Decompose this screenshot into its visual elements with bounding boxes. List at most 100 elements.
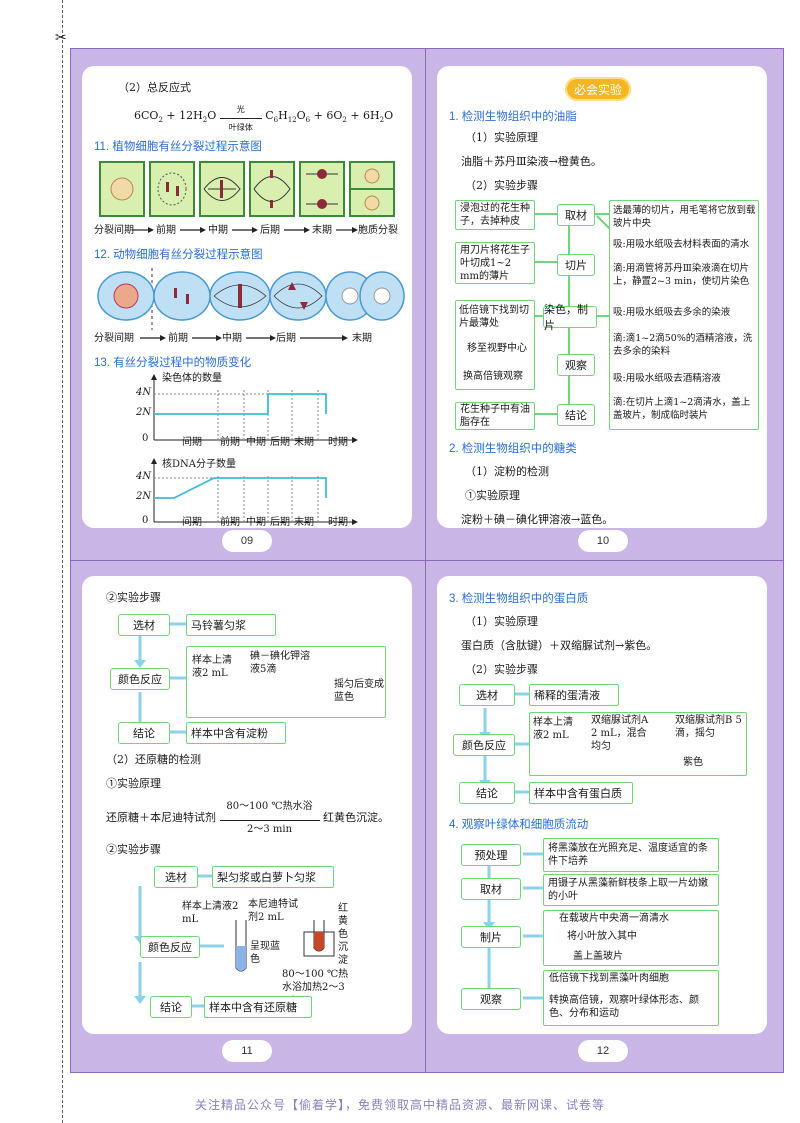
section-heading-3: 3. 检测生物组织中的蛋白质 xyxy=(449,593,589,605)
chart1-x-interphase: 间期 xyxy=(182,437,202,448)
protein-conclusion-value: 样本中含有蛋白质 xyxy=(529,782,633,804)
starch-reaction-reagent: 碘－碘化钾溶液5滴 xyxy=(250,651,310,675)
sugar-principle: 还原糖＋本尼迪特试剂 80～100 ℃热水浴 2～3 min 红黄色沉淀。 xyxy=(106,801,389,835)
sub-heading-steps: （2）实验步骤 xyxy=(465,179,538,192)
chart2-y-2n: 2N xyxy=(136,491,152,502)
page-10-card: 1. 检测生物组织中的油脂 （1）实验原理 油脂＋苏丹Ⅲ染液→橙黄色。 （2）实… xyxy=(437,66,767,528)
sugar-step-material: 选材 xyxy=(154,866,198,888)
sugar-conclusion-value: 样本中含有还原糖 xyxy=(204,996,312,1018)
oil-observe-high: 换高倍镜观察 xyxy=(463,371,523,382)
chart1-y-0: 0 xyxy=(142,433,149,444)
oil-observe-low: 低倍镜下找到切片最薄处 xyxy=(459,305,529,329)
photosynthesis-equation: 6CO2 + 12H2O 光 叶绿体 C6H12O6 + 6O2 + 6H2O xyxy=(134,105,394,132)
section-heading-12: 12. 动物细胞有丝分裂过程示意图 xyxy=(94,249,263,261)
protein-principle: 蛋白质（含肽键）＋双缩脲试剂→紫色。 xyxy=(461,639,658,652)
oil-observe-group xyxy=(455,300,535,390)
chromosome-count-chart xyxy=(151,374,358,525)
chart2-x-telophase: 末期 xyxy=(294,517,314,528)
starch-steps-heading: ②实验步骤 xyxy=(106,591,161,604)
section-heading-13: 13. 有丝分裂过程中的物质变化 xyxy=(94,357,252,369)
protein-step-material: 选材 xyxy=(459,684,515,706)
oil-detail-3: 滴:用滴管将苏丹Ⅲ染液滴在切片上，静置2~3 min，使切片染色 xyxy=(613,263,750,287)
chart2-x-prophase: 前期 xyxy=(220,517,240,528)
chart2-series-line xyxy=(154,477,327,499)
animal-label-prophase: 前期 xyxy=(168,333,188,344)
chloroplast-observe-group xyxy=(543,970,719,1026)
cut-line xyxy=(62,0,63,1123)
page-number-10: 10 xyxy=(578,530,628,552)
section-heading-4: 4. 观察叶绿体和细胞质流动 xyxy=(449,819,589,831)
animal-label-telophase: 末期 xyxy=(352,333,372,344)
plant-label-telophase: 末期 xyxy=(312,225,332,236)
oil-stain-detail-group xyxy=(609,200,759,430)
chart1-x-anaphase: 后期 xyxy=(270,437,290,448)
sugar-step-reaction: 颜色反应 xyxy=(140,936,200,958)
starch-reaction-group xyxy=(186,646,386,718)
protein-reaction-sample: 样本上清液2 mL xyxy=(533,717,573,741)
starch-principle-heading: ①实验原理 xyxy=(465,489,520,502)
chart2-y-arrow xyxy=(151,458,157,464)
protein-step-conclusion: 结论 xyxy=(459,782,515,804)
chloroplast-slide-group xyxy=(543,910,719,966)
chart2-x-anaphase: 后期 xyxy=(270,517,290,528)
chart1-title: 染色体的数量 xyxy=(162,373,222,384)
protein-material-value: 稀释的蛋清液 xyxy=(529,684,619,706)
scissors-icon: ✂ xyxy=(55,30,67,46)
animal-label-interphase: 分裂间期 xyxy=(94,333,134,344)
page-number-09: 09 xyxy=(222,530,272,552)
protein-reaction-reagent-b: 双缩脲试剂B 5滴，摇匀 xyxy=(675,715,742,739)
page-11-card: ②实验步骤 选材 马铃薯匀浆 颜色反应 样本上清液2 mL xyxy=(82,576,412,1034)
oil-step-stain: 染色，制片 xyxy=(543,303,597,332)
oil-step-seed: 浸泡过的花生种子，去掉种皮 xyxy=(455,200,535,230)
page-number-11: 11 xyxy=(222,1040,272,1062)
sugar-reaction-blue: 呈现蓝色 xyxy=(250,941,280,965)
starch-conclusion-value: 样本中含有淀粉 xyxy=(186,722,286,744)
chart2-x-interphase: 间期 xyxy=(182,517,202,528)
oil-detail-2: 吸:用吸水纸吸去材料表面的清水 xyxy=(613,239,750,250)
sugar-reaction-sample: 样本上清液2 mL xyxy=(182,901,239,925)
protein-principle-heading: （1）实验原理 xyxy=(465,615,538,628)
protein-reaction-purple: 紫色 xyxy=(683,757,703,768)
starch-reaction-result: 摇匀后变成蓝色 xyxy=(334,679,384,703)
sugar-reaction-reagent: 本尼迪特试剂2 mL xyxy=(248,899,298,923)
starch-step-material: 选材 xyxy=(118,614,170,636)
chloroplast-step-material: 取材 xyxy=(461,878,521,900)
oil-step-observe: 观察 xyxy=(557,354,595,376)
page-09-card: （2）总反应式 6CO2 + 12H2O 光 叶绿体 C6H12O6 + 6O2… xyxy=(82,66,412,528)
chloroplast-observe-1: 低倍镜下找到黑藻叶肉细胞 xyxy=(549,973,669,984)
section-heading-11: 11. 植物细胞有丝分裂过程示意图 xyxy=(94,141,262,153)
protein-reaction-group xyxy=(529,712,747,776)
protein-reaction-reagent-a: 双缩脲试剂A 2 mL，混合均匀 xyxy=(591,715,649,752)
chart1-y-4n: 4N xyxy=(136,387,152,398)
chart2-x-arrow xyxy=(352,519,358,525)
animal-mitosis-diagram xyxy=(97,268,405,330)
protein-step-reaction: 颜色反应 xyxy=(453,734,515,756)
oil-principle: 油脂＋苏丹Ⅲ染液→橙黄色。 xyxy=(461,155,602,168)
chart1-x-telophase: 末期 xyxy=(294,437,314,448)
oil-conclusion-text: 花生种子中有油脂存在 xyxy=(455,402,535,430)
oil-step-material: 取材 xyxy=(557,204,595,226)
plant-label-cytokinesis: 胞质分裂 xyxy=(358,225,398,236)
chloroplast-pretreat-value: 将黑藻放在光照充足、温度适宜的条件下培养 xyxy=(543,838,719,872)
chloroplast-slide-3: 盖上盖玻片 xyxy=(573,951,623,962)
starch-principle: 淀粉＋碘－碘化钾溶液→蓝色。 xyxy=(461,513,614,526)
chart1-y-arrow xyxy=(151,374,157,380)
chart1-x-arrow xyxy=(352,437,358,443)
plant-label-metaphase: 中期 xyxy=(208,225,228,236)
must-know-experiment-badge: 必会实验 xyxy=(565,77,631,101)
starch-sub-heading: （1）淀粉的检测 xyxy=(465,465,549,478)
plant-phase-arrows xyxy=(132,227,358,233)
sugar-principle-heading: ①实验原理 xyxy=(106,777,161,790)
chloroplast-slide-2: 将小叶放入其中 xyxy=(567,931,637,942)
starch-reaction-sample: 样本上清液2 mL xyxy=(192,655,232,679)
protein-steps-heading: （2）实验步骤 xyxy=(465,663,538,676)
sub-heading-principle: （1）实验原理 xyxy=(465,131,538,144)
footer-promo: 关注精品公众号【偷着学】，免费领取高中精品资源、最新网课、试卷等 xyxy=(194,1098,605,1112)
section-heading-2: 2. 检测生物组织中的糖类 xyxy=(449,443,577,455)
oil-step-conclusion: 结论 xyxy=(557,404,595,426)
chloroplast-step-pretreat: 预处理 xyxy=(461,844,521,866)
chart2-x-axis-label: 时期 xyxy=(328,517,348,528)
animal-label-metaphase: 中期 xyxy=(222,333,242,344)
page-12-card: 3. 检测生物组织中的蛋白质 （1）实验原理 蛋白质（含肽键）＋双缩脲试剂→紫色… xyxy=(437,576,767,1034)
oil-step-slice: 用刀片将花生子叶切成1~2 mm的薄片 xyxy=(455,242,535,284)
